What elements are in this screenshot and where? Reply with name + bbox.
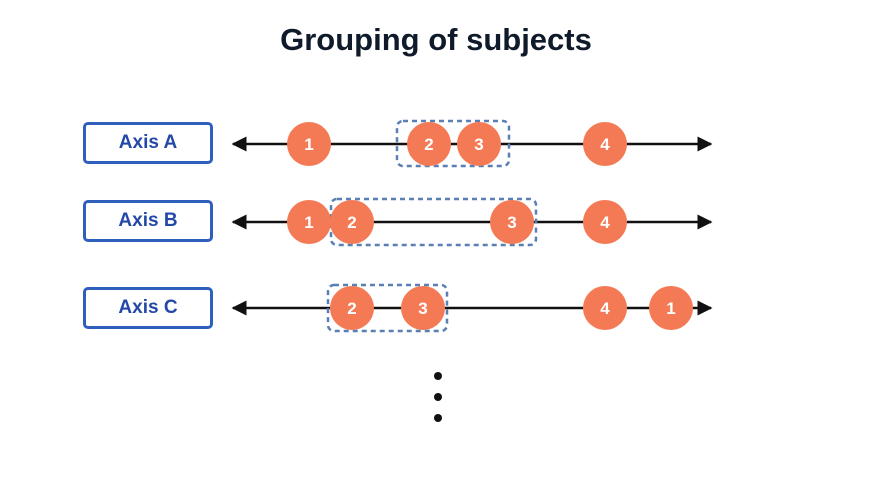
svg-text:3: 3	[507, 213, 516, 232]
axis-b-node: 2	[330, 200, 374, 244]
axis-c-node: 2	[330, 286, 374, 330]
svg-text:2: 2	[424, 135, 433, 154]
axis-b-node: 4	[583, 200, 627, 244]
svg-text:1: 1	[666, 299, 675, 318]
axis-a-row: 1 2 3 4	[231, 119, 713, 168]
svg-text:1: 1	[304, 213, 313, 232]
svg-text:4: 4	[600, 135, 610, 154]
axis-a-label: Axis A	[83, 122, 213, 164]
svg-text:2: 2	[347, 213, 356, 232]
axis-b-node: 3	[490, 200, 534, 244]
axis-b-group-box	[329, 197, 538, 247]
axis-a-node: 2	[407, 122, 451, 166]
svg-text:3: 3	[418, 299, 427, 318]
axis-c-node: 3	[401, 286, 445, 330]
axis-c-label: Axis C	[83, 287, 213, 329]
axis-a-node: 4	[583, 122, 627, 166]
axis-a-group-box	[395, 119, 511, 168]
axis-b-label: Axis B	[83, 200, 213, 242]
axis-c-node: 4	[583, 286, 627, 330]
axis-c-group-box	[326, 283, 449, 333]
axis-b-node: 1	[287, 200, 331, 244]
axis-c-row: 2 3 4 1	[231, 283, 713, 333]
axis-b-row: 1 2 3 4	[231, 197, 713, 247]
svg-text:3: 3	[474, 135, 483, 154]
svg-text:4: 4	[600, 213, 610, 232]
svg-text:2: 2	[347, 299, 356, 318]
axis-a-node: 1	[287, 122, 331, 166]
axis-c-node: 1	[649, 286, 693, 330]
diagram-title: Grouping of subjects	[280, 22, 592, 57]
svg-text:4: 4	[600, 299, 610, 318]
svg-text:1: 1	[304, 135, 313, 154]
axis-a-node: 3	[457, 122, 501, 166]
